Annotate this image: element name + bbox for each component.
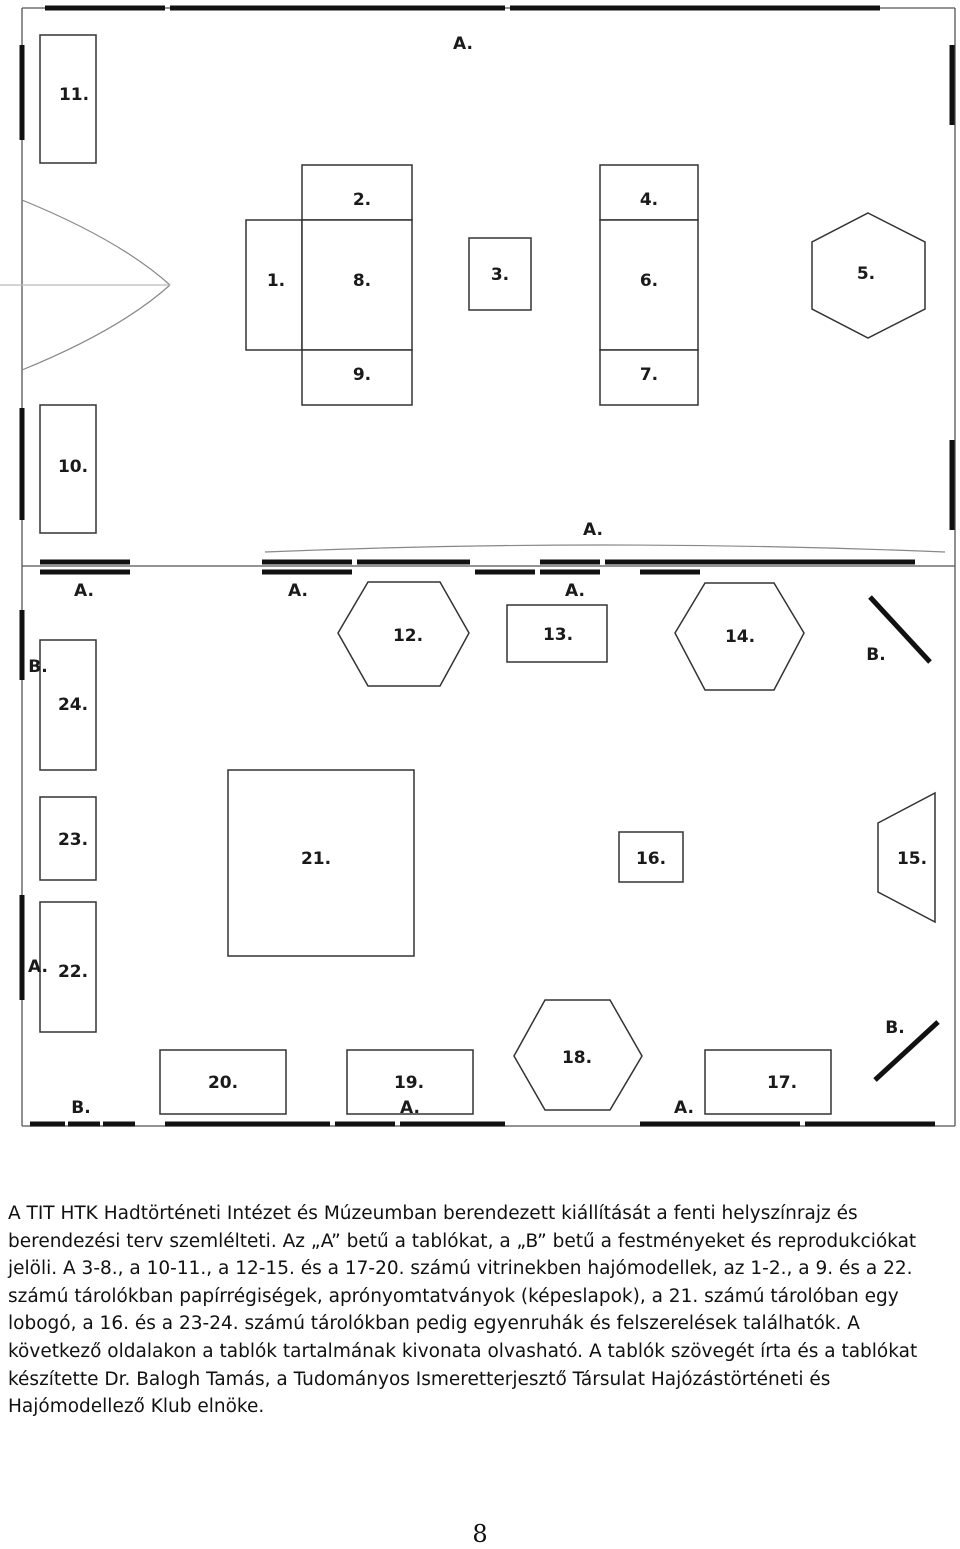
- case-label-3: 3.: [491, 265, 509, 285]
- right-wall-label-b1: B.: [866, 645, 885, 665]
- case-label-12: 12.: [393, 626, 423, 646]
- case-label-11: 11.: [59, 85, 89, 105]
- case-5: [811, 212, 926, 339]
- case-21: [227, 769, 415, 957]
- case-label-15: 15.: [897, 849, 927, 869]
- case-6: [599, 219, 699, 351]
- bottom-wall-label-a2: A.: [674, 1098, 694, 1118]
- right-wall-label-b2: B.: [885, 1018, 904, 1038]
- caption-text: A TIT HTK Hadtörténeti Intézet és Múzeum…: [8, 1203, 918, 1418]
- case-15: [877, 791, 936, 924]
- case-label-1: 1.: [267, 271, 285, 291]
- case-8: [301, 219, 413, 351]
- caption: A TIT HTK Hadtörténeti Intézet és Múzeum…: [8, 1200, 948, 1421]
- case-label-24: 24.: [58, 695, 88, 715]
- case-19: [346, 1049, 474, 1115]
- case-label-8: 8.: [353, 271, 371, 291]
- case-label-21: 21.: [301, 849, 331, 869]
- case-label-18: 18.: [562, 1048, 592, 1068]
- case-4: [599, 164, 699, 221]
- page-number: 8: [472, 1520, 488, 1548]
- curved-tablo-label: A.: [583, 520, 603, 540]
- case-2: [301, 164, 413, 221]
- bottom-wall-label-b: B.: [71, 1098, 90, 1118]
- case-label-7: 7.: [640, 365, 658, 385]
- case-label-4: 4.: [640, 190, 658, 210]
- case-23: [39, 796, 97, 881]
- case-1: [245, 219, 303, 351]
- case-16: [618, 831, 684, 883]
- case-label-14: 14.: [725, 627, 755, 647]
- case-label-5: 5.: [857, 264, 875, 284]
- floor-plan: 11. 1. 2. 8. 9. 3. 4. 6. 7. 5. 10. 12. 1…: [0, 5, 956, 1127]
- case-9: [301, 349, 413, 406]
- case-10: [39, 404, 97, 534]
- case-13: [506, 604, 608, 663]
- case-label-13: 13.: [543, 625, 573, 645]
- case-label-9: 9.: [353, 365, 371, 385]
- case-labels: 11. 1. 2. 8. 9. 3. 4. 6. 7. 5. 10. 12. 1…: [58, 85, 927, 1093]
- left-wall-label-a: A.: [28, 957, 48, 977]
- bottom-wall-label-a1: A.: [400, 1098, 420, 1118]
- case-12: [337, 581, 470, 687]
- case-7: [599, 349, 699, 406]
- curved-tablo: [264, 544, 946, 553]
- case-17: [704, 1049, 832, 1115]
- display-cases: [39, 34, 936, 1115]
- case-label-23: 23.: [58, 830, 88, 850]
- left-wall-label-b: B.: [28, 657, 47, 677]
- case-3: [468, 237, 532, 311]
- case-14: [674, 582, 805, 691]
- divider-label-left: A.: [74, 581, 94, 601]
- divider-label-mid: A.: [288, 581, 308, 601]
- case-20: [159, 1049, 287, 1115]
- wall-labels: A. A. A. A. A. B. A. B. B. B. A. A.: [28, 34, 905, 1118]
- top-wall-label: A.: [453, 34, 473, 54]
- door-arcs: [0, 199, 171, 371]
- case-label-2: 2.: [353, 190, 371, 210]
- case-label-6: 6.: [640, 271, 658, 291]
- case-label-16: 16.: [636, 849, 666, 869]
- case-label-22: 22.: [58, 962, 88, 982]
- case-18: [513, 999, 643, 1111]
- tablo-bars: [19, 5, 955, 1127]
- case-label-10: 10.: [58, 457, 88, 477]
- case-label-17: 17.: [767, 1073, 797, 1093]
- case-22: [39, 901, 97, 1033]
- case-label-20: 20.: [208, 1073, 238, 1093]
- case-11: [39, 34, 97, 164]
- case-label-19: 19.: [394, 1073, 424, 1093]
- divider-label-right: A.: [565, 581, 585, 601]
- room-walls: [21, 7, 956, 1127]
- painting-stands: [868, 595, 940, 1082]
- case-24: [39, 639, 97, 771]
